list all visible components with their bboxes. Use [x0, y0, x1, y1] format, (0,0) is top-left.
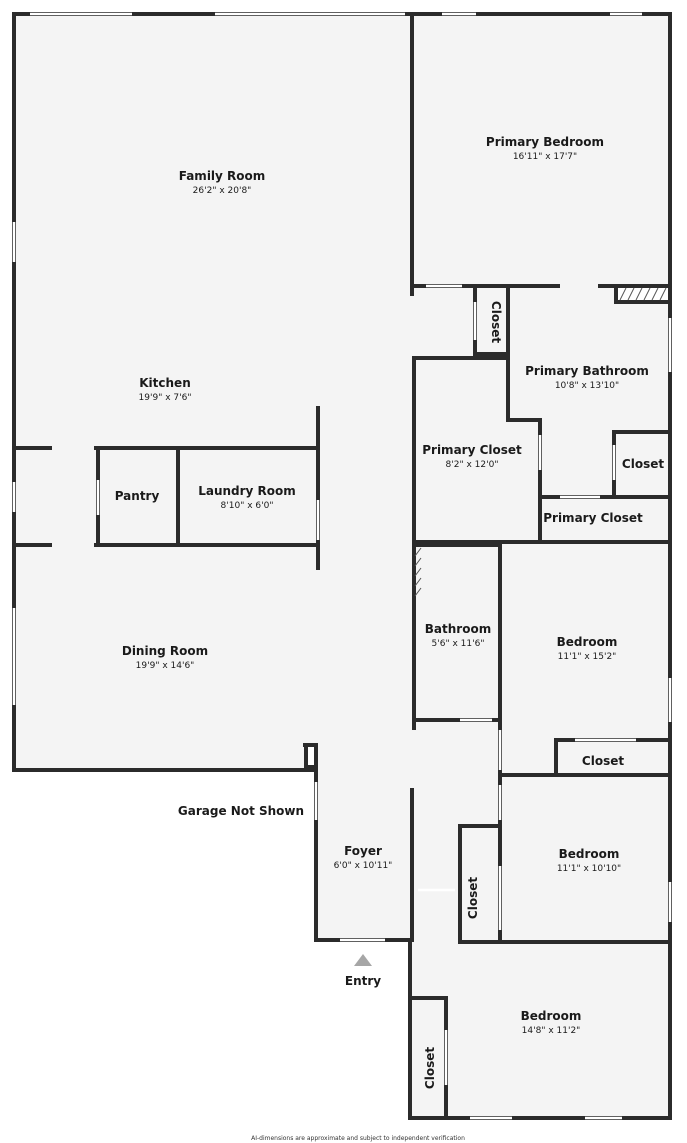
bedroom-3-dims: 14'8" x 11'2" [522, 1026, 581, 1036]
closet-b2-name: Closet [466, 877, 480, 919]
windows [12, 12, 672, 1120]
primary-bathroom-dims: 10'8" x 13'10" [555, 381, 619, 391]
foyer-dims: 6'0" x 10'11" [334, 861, 393, 871]
garage-note: Garage Not Shown [178, 804, 304, 818]
bathroom-name: Bathroom [425, 622, 491, 636]
hatch-marks [414, 287, 667, 597]
family-room-dims: 26'2" x 20'8" [193, 186, 252, 196]
foyer-name: Foyer [344, 844, 382, 858]
family-room-name: Family Room [179, 169, 266, 183]
primary-closet-2-name: Primary Closet [543, 511, 643, 525]
bedroom-1-dims: 11'1" x 15'2" [558, 652, 617, 662]
floor-fill [14, 14, 670, 1118]
bedroom-3-name: Bedroom [521, 1009, 582, 1023]
bedroom-2-name: Bedroom [559, 847, 620, 861]
closet-vertical-top-name: Closet [489, 301, 503, 343]
dining-room-dims: 19'9" x 14'6" [136, 661, 195, 671]
dining-room-name: Dining Room [122, 644, 208, 658]
disclaimer-text: AI-dimensions are approximate and subjec… [251, 1135, 465, 1142]
closet-b3-name: Closet [423, 1047, 437, 1089]
closet-b1-name: Closet [582, 754, 624, 768]
pantry-name: Pantry [115, 489, 160, 503]
primary-bedroom-name: Primary Bedroom [486, 135, 604, 149]
bedroom-2-dims: 11'1" x 10'10" [557, 864, 621, 874]
laundry-room-dims: 8'10" x 6'0" [221, 501, 274, 511]
kitchen-dims: 19'9" x 7'6" [139, 393, 192, 403]
closet-upper-name: Closet [622, 457, 664, 471]
entry-label: Entry [345, 974, 381, 988]
primary-closet-name: Primary Closet [422, 443, 522, 457]
bedroom-1-name: Bedroom [557, 635, 618, 649]
entry-arrow-icon [354, 954, 372, 966]
kitchen-name: Kitchen [139, 376, 191, 390]
laundry-room-name: Laundry Room [198, 484, 296, 498]
primary-bathroom-name: Primary Bathroom [525, 364, 649, 378]
primary-bedroom-dims: 16'11" x 17'7" [513, 152, 577, 162]
primary-closet-dims: 8'2" x 12'0" [446, 460, 499, 470]
bathroom-dims: 5'6" x 11'6" [432, 639, 485, 649]
